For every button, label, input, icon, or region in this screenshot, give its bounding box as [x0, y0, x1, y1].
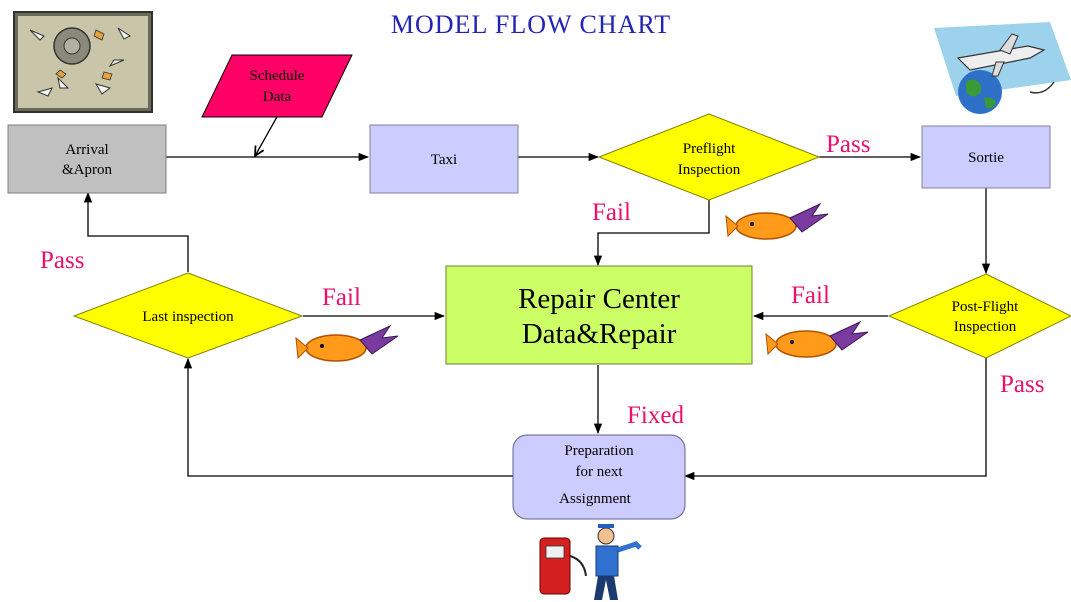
- repair-center-line2: Data&Repair: [522, 318, 677, 350]
- sortie-label: Sortie: [968, 150, 1004, 166]
- label-preflight-fail: Fail: [592, 199, 631, 226]
- node-preflight-inspection: Preflight Inspection: [597, 113, 821, 201]
- post-flight-line1: Post-Flight: [952, 299, 1020, 315]
- label-fixed: Fixed: [627, 402, 684, 429]
- node-sortie: Sortie: [921, 125, 1051, 189]
- last-inspection-label: Last inspection: [142, 309, 234, 325]
- edge-postflight-preparation: [683, 358, 987, 481]
- preflight-line2: Inspection: [678, 162, 741, 178]
- taxi-label: Taxi: [431, 152, 457, 168]
- edge-preparation-last: [183, 357, 513, 477]
- preparation-line1: Preparation: [564, 443, 634, 459]
- node-taxi: Taxi: [369, 124, 519, 194]
- post-flight-line2: Inspection: [954, 319, 1017, 335]
- label-post-fail: Fail: [791, 282, 830, 309]
- preflight-line1: Preflight: [683, 141, 736, 157]
- fish-rocket-clipart: [765, 320, 869, 358]
- fuel-pump-worker-clipart: [539, 524, 642, 600]
- label-preflight-pass: Pass: [826, 131, 870, 158]
- airplane-globe-clipart: [934, 22, 1071, 114]
- fish-rocket-clipart: [295, 324, 399, 362]
- label-post-pass: Pass: [1000, 371, 1044, 398]
- edge-preflight-repair: [593, 200, 710, 267]
- node-schedule-data: Schedule Data: [201, 54, 353, 118]
- node-last-inspection: Last inspection: [72, 272, 304, 359]
- node-post-flight-inspection: Post-Flight Inspection: [887, 273, 1071, 359]
- node-preparation: Preparation for next Assignment: [512, 434, 686, 520]
- arrival-line2: &Apron: [62, 162, 112, 178]
- fish-rocket-clipart: [725, 202, 829, 240]
- preparation-line2: for next: [575, 464, 623, 480]
- airport-apron-clipart: [13, 11, 153, 113]
- edges: [83, 107, 991, 481]
- node-arrival-apron: Arrival &Apron: [7, 124, 167, 194]
- repair-center-line1: Repair Center: [518, 283, 680, 315]
- schedule-data-line1: Schedule: [250, 68, 305, 84]
- edge-last-arrival: [83, 191, 189, 272]
- label-last-pass: Pass: [40, 247, 84, 274]
- label-last-fail: Fail: [322, 284, 361, 311]
- preparation-line3: Assignment: [559, 491, 632, 507]
- arrival-line1: Arrival: [65, 142, 108, 158]
- schedule-data-line2: Data: [263, 89, 292, 105]
- node-repair-center: Repair Center Data&Repair: [445, 265, 753, 365]
- chart-title: MODEL FLOW CHART: [391, 10, 671, 39]
